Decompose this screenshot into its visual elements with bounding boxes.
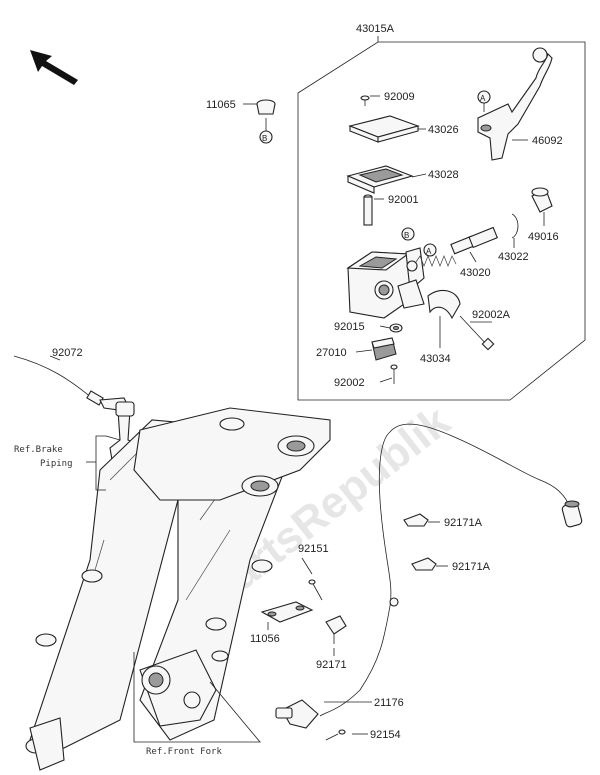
part-label-92151: 92151 xyxy=(298,543,329,555)
wire-clip-2[interactable] xyxy=(411,557,448,571)
part-label-11056: 11056 xyxy=(250,633,280,645)
part-label-49016: 49016 xyxy=(528,231,559,243)
callout-a-lever: A xyxy=(477,90,491,112)
part-label-43034: 43034 xyxy=(420,353,451,365)
ref-front-fork: Ref.Front Fork xyxy=(146,747,222,757)
part-label-92009: 92009 xyxy=(384,91,415,103)
washer[interactable] xyxy=(389,323,403,333)
part-label-43020: 43020 xyxy=(460,267,491,279)
callout-a-body: A xyxy=(423,243,437,257)
wire-clip-1[interactable] xyxy=(403,513,440,527)
ref-brake-piping-line2: Piping xyxy=(40,459,73,469)
part-label-27010: 27010 xyxy=(316,347,347,359)
reservoir-diaphragm[interactable] xyxy=(346,165,427,194)
part-label-92002A: 92002A xyxy=(472,309,511,321)
part-label-21176: 21176 xyxy=(374,697,404,709)
part-label-43026: 43026 xyxy=(428,124,459,136)
part-label-92072: 92072 xyxy=(52,347,83,359)
callout-b-plug: B xyxy=(259,118,273,144)
dust-boot[interactable] xyxy=(531,187,553,226)
part-label-92171A-upper: 92171A xyxy=(444,517,483,529)
part-label-43028: 43028 xyxy=(428,169,459,181)
svg-text:B: B xyxy=(404,231,409,240)
part-label-92171: 92171 xyxy=(316,659,347,671)
front-fork xyxy=(25,407,331,771)
handlebar-clamp[interactable] xyxy=(427,289,461,348)
part-label-92002: 92002 xyxy=(334,377,365,389)
wire-clamp[interactable] xyxy=(325,615,347,644)
arrow-up-left-icon xyxy=(30,50,78,85)
svg-text:B: B xyxy=(262,134,267,143)
cap-plug[interactable] xyxy=(256,99,276,115)
part-label-92154: 92154 xyxy=(370,729,401,741)
ref-fork-leader xyxy=(133,652,261,743)
brake-lever[interactable] xyxy=(477,47,553,161)
part-label-43015A: 43015A xyxy=(356,23,395,35)
part-label-46092: 46092 xyxy=(532,135,563,147)
master-cylinder-body[interactable] xyxy=(346,247,425,319)
part-label-92015: 92015 xyxy=(334,321,365,333)
svg-text:A: A xyxy=(480,94,486,103)
pin[interactable] xyxy=(363,194,384,226)
abs-sensor-wire[interactable] xyxy=(275,423,583,729)
part-label-92171A-lower: 92171A xyxy=(452,561,491,573)
part-label-11065: 11065 xyxy=(206,99,236,111)
part-label-92001: 92001 xyxy=(388,194,419,206)
piston-spring[interactable] xyxy=(415,226,499,267)
leader-lines xyxy=(49,103,393,735)
ref-brake-leader xyxy=(86,435,121,491)
clamp-bolt[interactable] xyxy=(459,315,495,351)
svg-text:A: A xyxy=(426,247,432,256)
sensor-bolt[interactable] xyxy=(325,729,346,741)
ref-brake-piping-line1: Ref.Brake xyxy=(14,445,63,455)
switch-screw[interactable] xyxy=(390,364,398,384)
reservoir-cap[interactable] xyxy=(348,115,426,143)
bracket-bolt[interactable] xyxy=(308,579,323,601)
cap-screw[interactable] xyxy=(360,95,380,106)
brake-light-switch[interactable] xyxy=(355,337,397,361)
circlip[interactable] xyxy=(511,213,519,248)
callout-b-body: B xyxy=(401,227,415,241)
sensor-bracket[interactable] xyxy=(260,601,314,623)
part-label-43022: 43022 xyxy=(498,251,529,263)
